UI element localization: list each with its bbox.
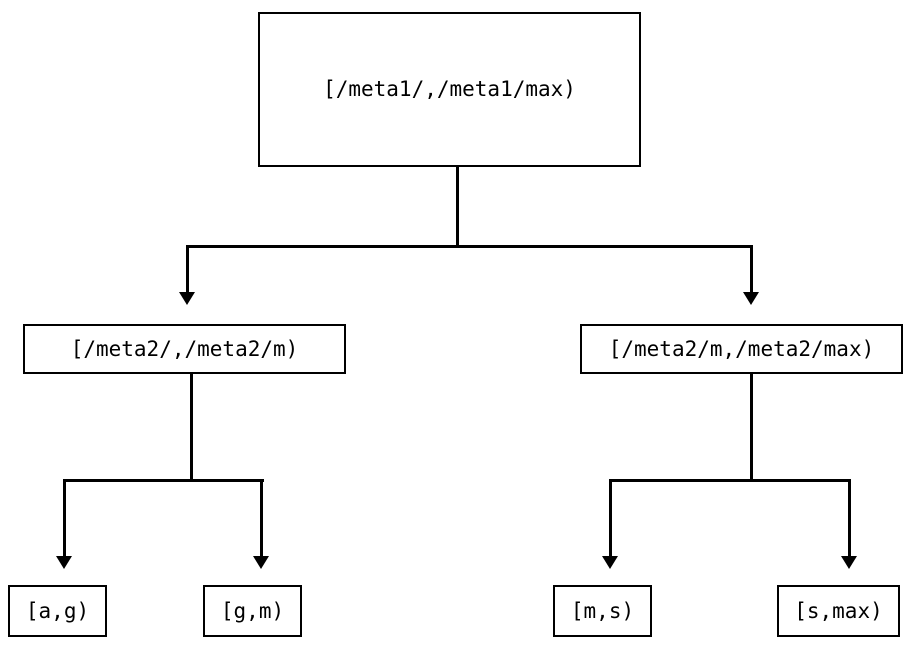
- edge-mid-left-bar: [63, 479, 264, 482]
- node-root-label: [/meta1/,/meta1/max): [323, 77, 576, 101]
- arrowhead-down-icon-leaf-ms: [602, 556, 618, 569]
- node-mid-right-label: [/meta2/m,/meta2/max): [608, 336, 875, 361]
- node-mid-right[interactable]: [/meta2/m,/meta2/max): [580, 324, 903, 374]
- edge-root-bar: [186, 245, 753, 248]
- edge-root-to-mid-left-drop: [186, 245, 189, 293]
- edge-mid-right-bar: [609, 479, 851, 482]
- arrowhead-down-icon-leaf-smax: [841, 556, 857, 569]
- edge-mid-left-stem: [190, 373, 193, 482]
- node-leaf-gm-label: [g,m): [220, 598, 285, 623]
- edge-mid-right-to-leaf-ms-drop: [609, 479, 612, 557]
- arrowhead-down-icon-mid-right: [743, 292, 759, 305]
- node-mid-left[interactable]: [/meta2/,/meta2/m): [23, 324, 346, 374]
- arrowhead-down-icon-leaf-gm: [253, 556, 269, 569]
- node-leaf-smax-label: [s,max): [794, 598, 883, 623]
- node-mid-left-label: [/meta2/,/meta2/m): [70, 336, 299, 361]
- edge-mid-right-stem: [750, 373, 753, 482]
- node-leaf-smax[interactable]: [s,max): [777, 585, 900, 637]
- node-leaf-ag[interactable]: [a,g): [8, 585, 107, 637]
- node-leaf-ag-label: [a,g): [25, 598, 90, 623]
- node-leaf-ms-label: [m,s): [570, 598, 635, 623]
- arrowhead-down-icon-mid-left: [179, 292, 195, 305]
- edge-mid-right-to-leaf-smax-drop: [848, 479, 851, 557]
- edge-root-to-mid-right-drop: [750, 245, 753, 293]
- node-root[interactable]: [/meta1/,/meta1/max): [258, 12, 641, 167]
- arrowhead-down-icon-leaf-ag: [56, 556, 72, 569]
- edge-mid-left-to-leaf-gm-drop: [260, 479, 263, 557]
- edge-mid-left-to-leaf-ag-drop: [63, 479, 66, 557]
- node-leaf-ms[interactable]: [m,s): [553, 585, 652, 637]
- node-leaf-gm[interactable]: [g,m): [203, 585, 302, 637]
- edge-root-stem: [456, 166, 459, 248]
